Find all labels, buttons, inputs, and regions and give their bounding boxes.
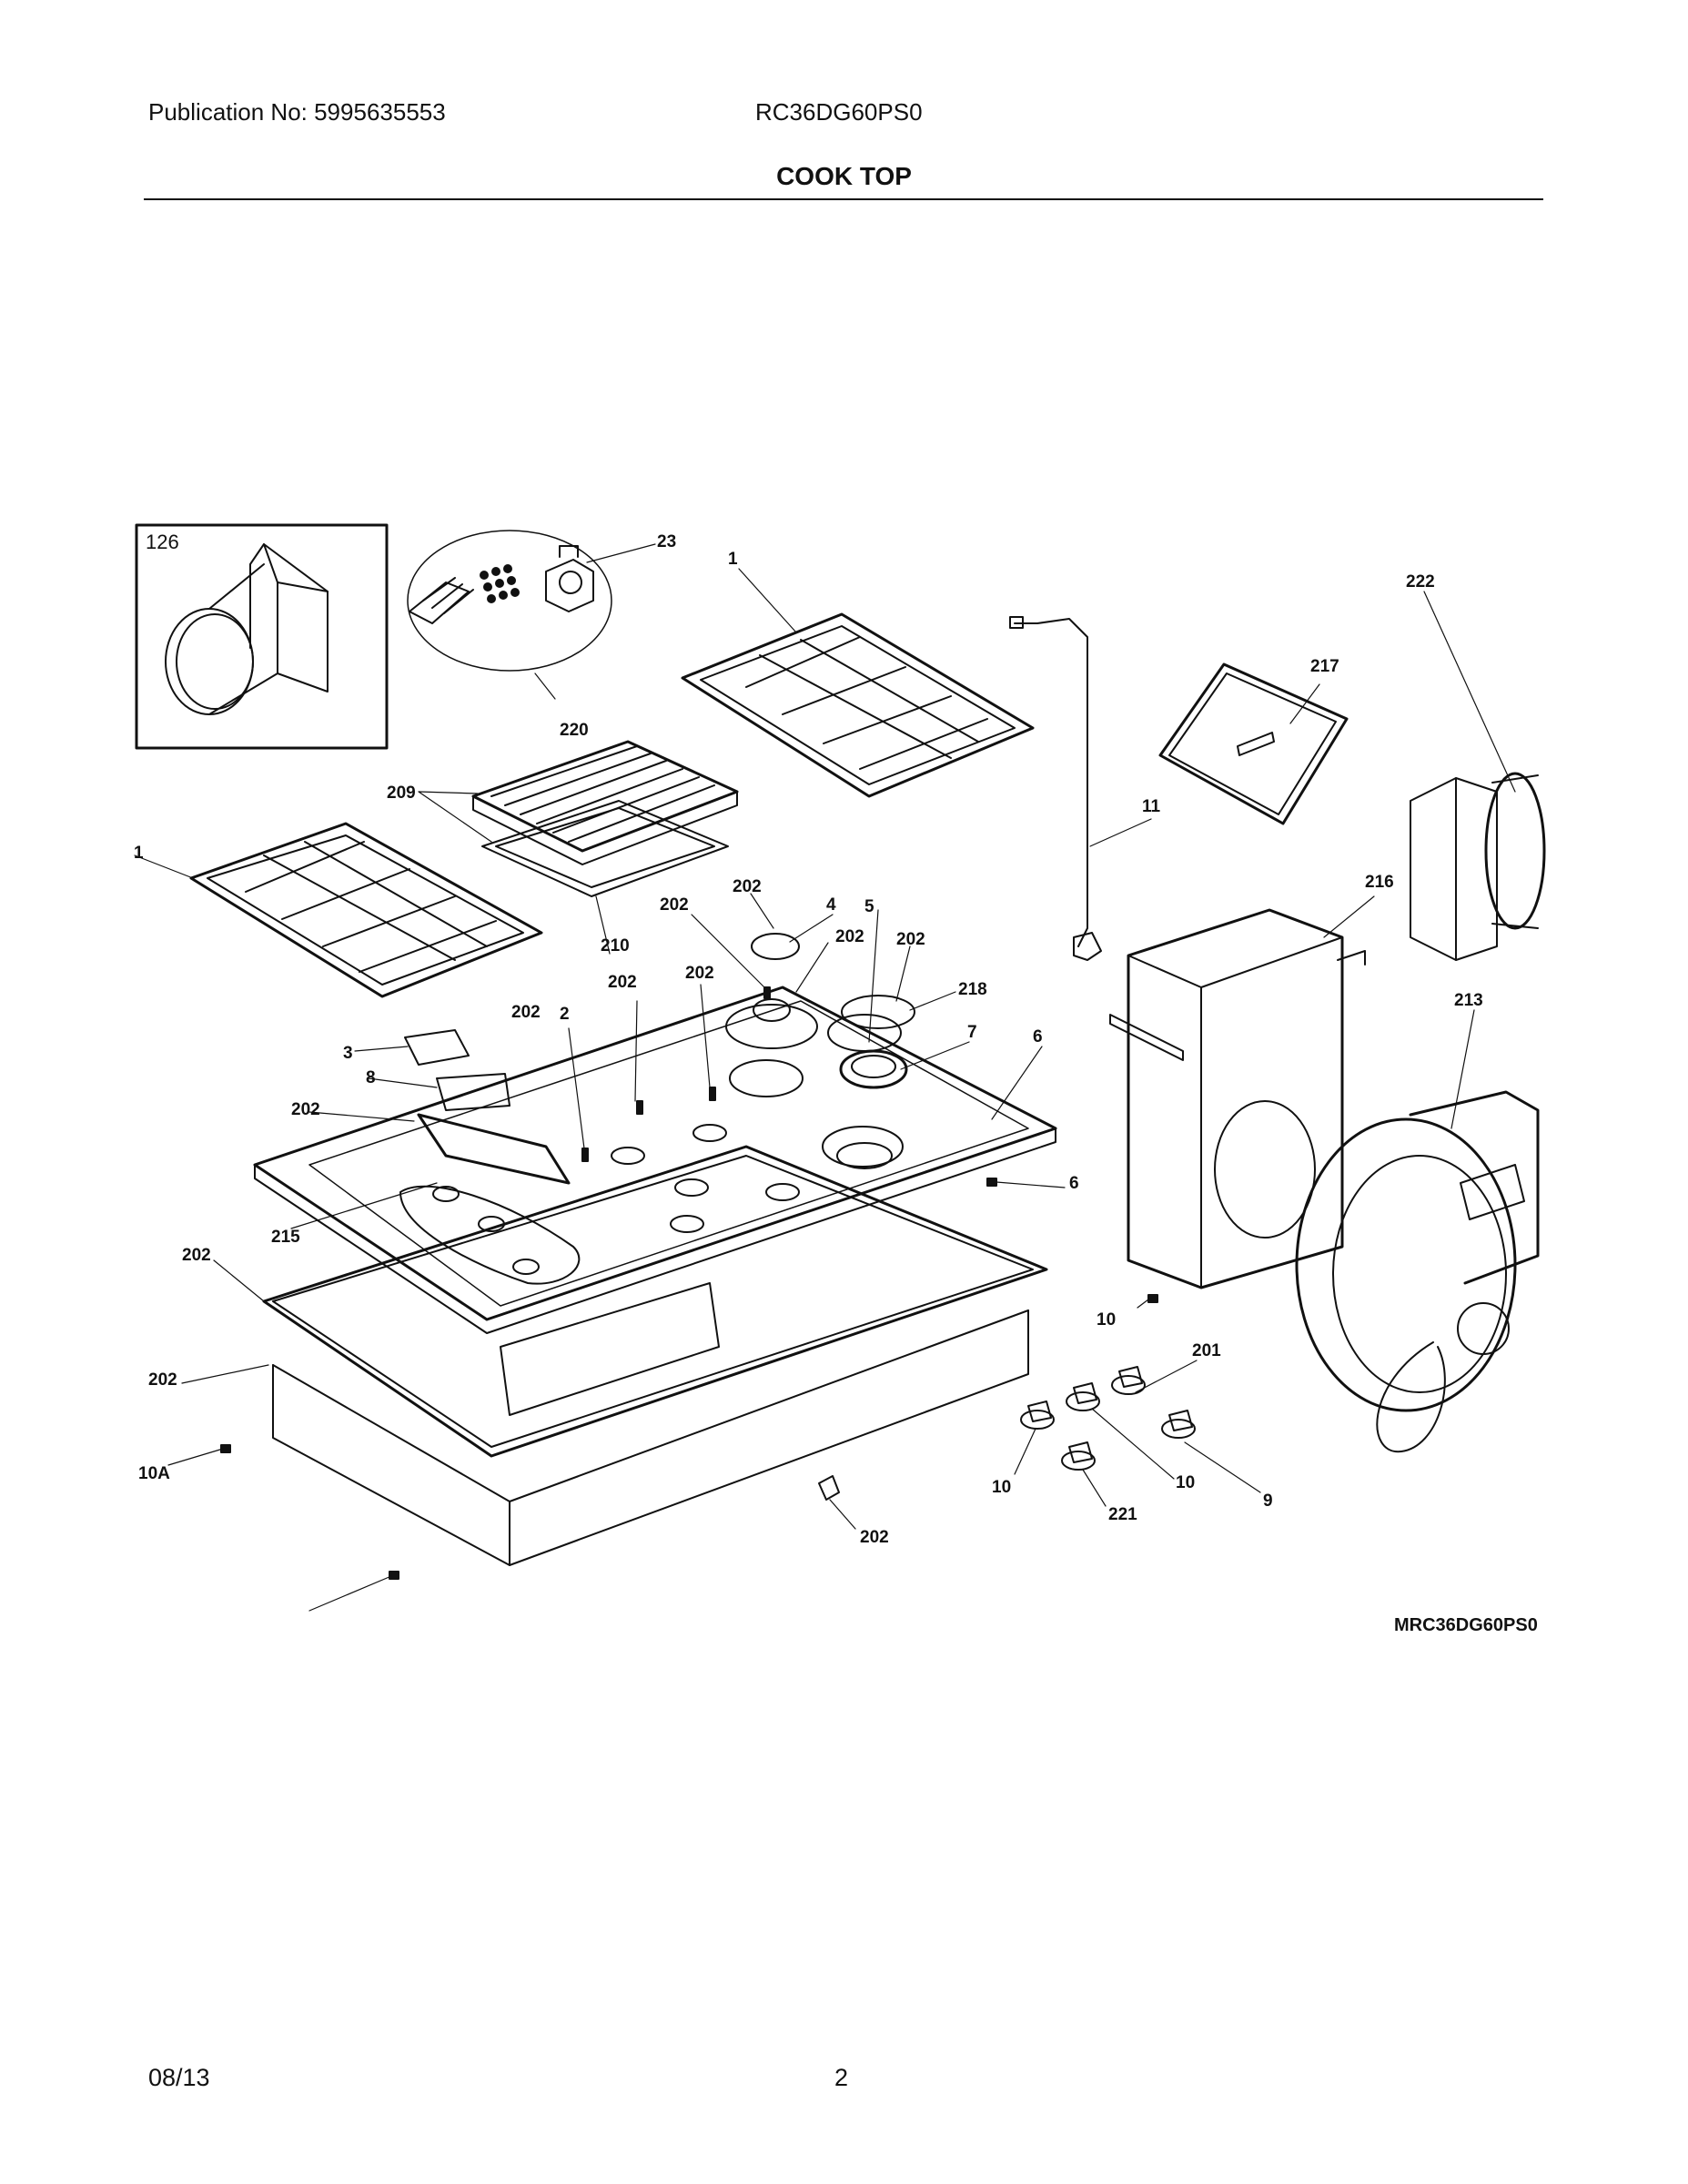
callout-labels: 126 23 1 222 217 220 209 11 1 216 202 4 …: [134, 531, 1538, 1635]
callout-216: 216: [1365, 873, 1394, 892]
inset-label: 126: [146, 531, 179, 553]
burner-grate-left: [189, 822, 543, 998]
callout-202-g: 202: [511, 1003, 541, 1022]
callout-202-e: 202: [685, 964, 714, 983]
callout-202-i: 6: [1069, 1174, 1079, 1193]
callout-4: 4: [826, 895, 836, 915]
callout-222: 222: [1406, 572, 1435, 592]
callout-8: 202: [291, 1100, 320, 1119]
page-number: 2: [834, 2064, 849, 2091]
burner-box-215-201: [262, 1145, 1048, 1566]
publication-number: Publication No: 5995635553: [148, 98, 446, 126]
callout-1-left-grate: 1: [134, 844, 144, 863]
header-rule: [144, 198, 1543, 200]
callout-6-bottom: 215: [271, 1228, 300, 1247]
callout-202-c: 5: [864, 897, 874, 916]
griddle-209: [471, 740, 739, 897]
blower-218: [1295, 1090, 1540, 1453]
callout-202-j: 10: [1097, 1310, 1116, 1330]
callout-10-c: 9: [1263, 1491, 1273, 1511]
callout-210: 210: [601, 936, 630, 956]
callout-202-a: 202: [660, 895, 689, 915]
callout-11: 11: [1142, 797, 1161, 816]
callout-2: 218: [958, 980, 987, 999]
wire-harness-11: [1009, 616, 1102, 961]
hood-housing-216: [1109, 908, 1366, 1289]
callout-10-a: 201: [1192, 1341, 1221, 1360]
callout-218: 213: [1454, 991, 1483, 1010]
cooktop-main-213: [253, 986, 1057, 1334]
callout-217: 217: [1310, 657, 1339, 676]
callout-202-b: 202: [733, 877, 762, 896]
callout-6-top: 3: [343, 1044, 353, 1063]
callout-213: 6: [1033, 1027, 1043, 1046]
callout-215: 202: [182, 1246, 211, 1265]
inset-duct-transition: [135, 523, 389, 750]
duct-transition-222: [1410, 772, 1546, 961]
callout-5: 202: [835, 927, 864, 946]
model-number: RC36DG60PS0: [755, 98, 923, 126]
callout-202-h: 2: [560, 1005, 570, 1024]
callout-202-d: 202: [896, 930, 925, 949]
drawing-code: MRC36DG60PS0: [1394, 1615, 1538, 1635]
callout-9: 202: [860, 1528, 889, 1547]
footer-date: 08/13: [148, 2064, 210, 2091]
screws-202: [220, 986, 1158, 1580]
page-title: COOK TOP: [776, 162, 912, 190]
callout-202-f: 202: [608, 973, 637, 992]
callout-10-b: 221: [1108, 1505, 1137, 1524]
callout-201: 202: [148, 1370, 177, 1390]
callout-220: 220: [560, 721, 589, 740]
callout-221: 10: [1176, 1473, 1195, 1492]
callout-7: 8: [366, 1068, 376, 1087]
leader-lines: [134, 543, 1516, 1612]
filter-217: [1158, 662, 1349, 825]
burner-parts: [404, 933, 915, 1185]
burner-grate-right: [681, 612, 1035, 798]
callout-3: 7: [967, 1023, 977, 1042]
callout-1-right-grate: 1: [728, 550, 738, 569]
callout-23: 23: [657, 532, 676, 551]
control-knobs: [818, 1366, 1196, 1501]
hardware-kit-220: [407, 530, 612, 672]
callout-10A: 10: [992, 1478, 1011, 1497]
callout-202-k: 10A: [138, 1464, 170, 1483]
callout-209: 209: [387, 784, 416, 803]
